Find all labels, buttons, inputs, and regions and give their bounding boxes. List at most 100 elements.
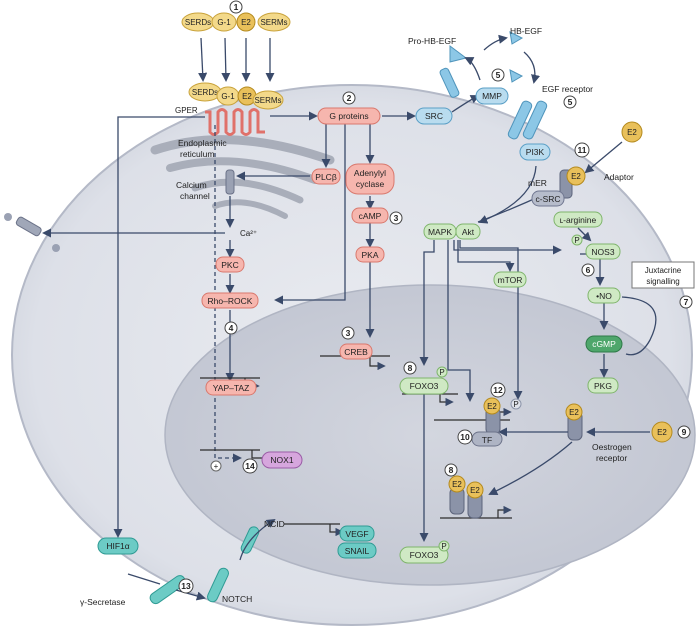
adenylyl-cyclase-line2: cyclase — [356, 179, 385, 189]
hb-egf-label: HB-EGF — [510, 26, 542, 36]
marker-6: 6 — [586, 265, 591, 275]
pka-node: PKA — [361, 250, 378, 260]
nos3-node: NOS3 — [591, 247, 614, 257]
e2-receptor: E2 — [569, 408, 579, 417]
juxtacrine-label1: Juxtacrine — [645, 266, 682, 275]
e2-mer: E2 — [571, 172, 581, 181]
nox1-node: NOX1 — [270, 455, 293, 465]
foxo3-nucleus-node: FOXO3 — [410, 381, 439, 391]
hb-egf-shape — [509, 31, 524, 45]
adaptor-label: Adaptor — [604, 172, 634, 182]
marker-5b: 5 — [568, 97, 573, 107]
pro-hb-egf-label: Pro-HB-EGF — [408, 36, 456, 46]
pro-hb-egf-shape — [439, 45, 468, 98]
gamma-secretase-shape — [149, 575, 186, 605]
adenylyl-cyclase-line1: Adenylyl — [354, 168, 386, 178]
e2-extracellular-right: E2 — [627, 128, 637, 137]
pkg-node: PKG — [594, 381, 612, 391]
gper-label: GPER — [175, 106, 198, 115]
serms-top: SERMs — [260, 18, 287, 27]
cgmp-node: cGMP — [592, 339, 616, 349]
juxtacrine-label2: signalling — [646, 277, 679, 286]
marker-13: 13 — [181, 581, 191, 591]
serds-bound: SERDs — [192, 88, 218, 97]
marker-9: 9 — [682, 427, 687, 437]
foxo3-out-phospho: P — [441, 542, 446, 551]
akt-node: Akt — [462, 227, 475, 237]
snail-node: SNAIL — [345, 546, 370, 556]
serds-top: SERDs — [185, 18, 211, 27]
membrane-channel — [4, 213, 60, 252]
endoplasmic-reticulum — [150, 135, 335, 219]
egf-receptor-shape — [507, 100, 548, 140]
calcium-channel-shape — [225, 169, 235, 195]
calcium-ion-label: Ca²⁺ — [240, 229, 257, 238]
nos3-phospho: P — [574, 236, 579, 245]
top-ligands: SERDs G-1 E2 SERMs — [181, 12, 291, 32]
g1-bound: G-1 — [221, 92, 235, 101]
hif1a-node: HIF1α — [106, 541, 129, 551]
calcium-channel-label2: channel — [180, 191, 210, 201]
e2-dimer-1: E2 — [452, 480, 462, 489]
nucleus — [164, 284, 696, 586]
e2-nucleus-tf: E2 — [487, 402, 497, 411]
calcium-channel-label1: Calcium — [176, 180, 207, 190]
no-node: •NO — [596, 291, 612, 301]
tf-phospho: P — [513, 400, 518, 409]
g1-top: G-1 — [217, 18, 231, 27]
plus-sign: + — [214, 462, 219, 471]
pi3k-node: PI3K — [526, 147, 545, 157]
hb-egf-shape-2 — [509, 69, 524, 83]
e2-top: E2 — [241, 18, 251, 27]
foxo3-phospho: P — [439, 368, 444, 377]
oestrogen-receptor-label2: receptor — [596, 453, 627, 463]
notch-shape — [207, 567, 229, 603]
marker-1: 1 — [234, 2, 239, 12]
marker-7: 7 — [684, 297, 689, 307]
marker-8a: 8 — [408, 363, 413, 373]
yap-taz-node: YAP–TAZ — [213, 383, 250, 393]
e2-bound: E2 — [242, 92, 252, 101]
marker-14: 14 — [245, 461, 255, 471]
marker-12: 12 — [493, 385, 503, 395]
foxo3-cytoplasm-node: FOXO3 — [410, 550, 439, 560]
er-label2: reticulum — [180, 149, 214, 159]
mmp-node: MMP — [482, 91, 502, 101]
marker-5a: 5 — [496, 70, 501, 80]
mapk-node: MAPK — [428, 227, 452, 237]
camp-node: cAMP — [359, 211, 382, 221]
notch-label: NOTCH — [222, 594, 252, 604]
creb-node: CREB — [344, 347, 368, 357]
rho-rock-node: Rho–ROCK — [208, 296, 253, 306]
gper-receptor — [205, 108, 265, 136]
l-arginine-node: ʟ-arginine — [560, 215, 597, 225]
marker-8b: 8 — [449, 465, 454, 475]
marker-10: 10 — [460, 432, 470, 442]
marker-2: 2 — [347, 93, 352, 103]
ncid-label: NCID — [264, 519, 285, 529]
number-markers: 1 2 3 3 4 5 5 6 7 8 8 9 10 11 12 13 14 — [178, 0, 693, 594]
er-label1: Endoplasmic — [178, 138, 227, 148]
c-src-node: c-SRC — [535, 194, 560, 204]
serms-bound: SERMs — [254, 96, 281, 105]
gamma-secretase-label: γ-Secretase — [80, 597, 126, 607]
oestrogen-receptor-label1: Oestrogen — [592, 442, 632, 452]
marker-3b: 3 — [346, 328, 351, 338]
marker-3a: 3 — [394, 213, 399, 223]
marker-4: 4 — [229, 323, 234, 333]
src-node: SRC — [425, 111, 443, 121]
pkc-node: PKC — [221, 260, 238, 270]
egf-receptor-label: EGF receptor — [542, 84, 593, 94]
marker-11: 11 — [578, 145, 587, 155]
tf-node: TF — [482, 435, 492, 445]
bound-ligands: SERDs G-1 E2 SERMs — [188, 82, 284, 110]
arrows — [42, 34, 657, 601]
e2-extracellular-9: E2 — [657, 428, 667, 437]
plcb-node: PLCβ — [315, 172, 337, 182]
mer-label: mER — [528, 178, 547, 188]
g-proteins-node: G proteins — [329, 111, 368, 121]
e2-dimer-2: E2 — [470, 486, 480, 495]
vegf-node: VEGF — [345, 529, 368, 539]
mtor-node: mTOR — [498, 275, 523, 285]
